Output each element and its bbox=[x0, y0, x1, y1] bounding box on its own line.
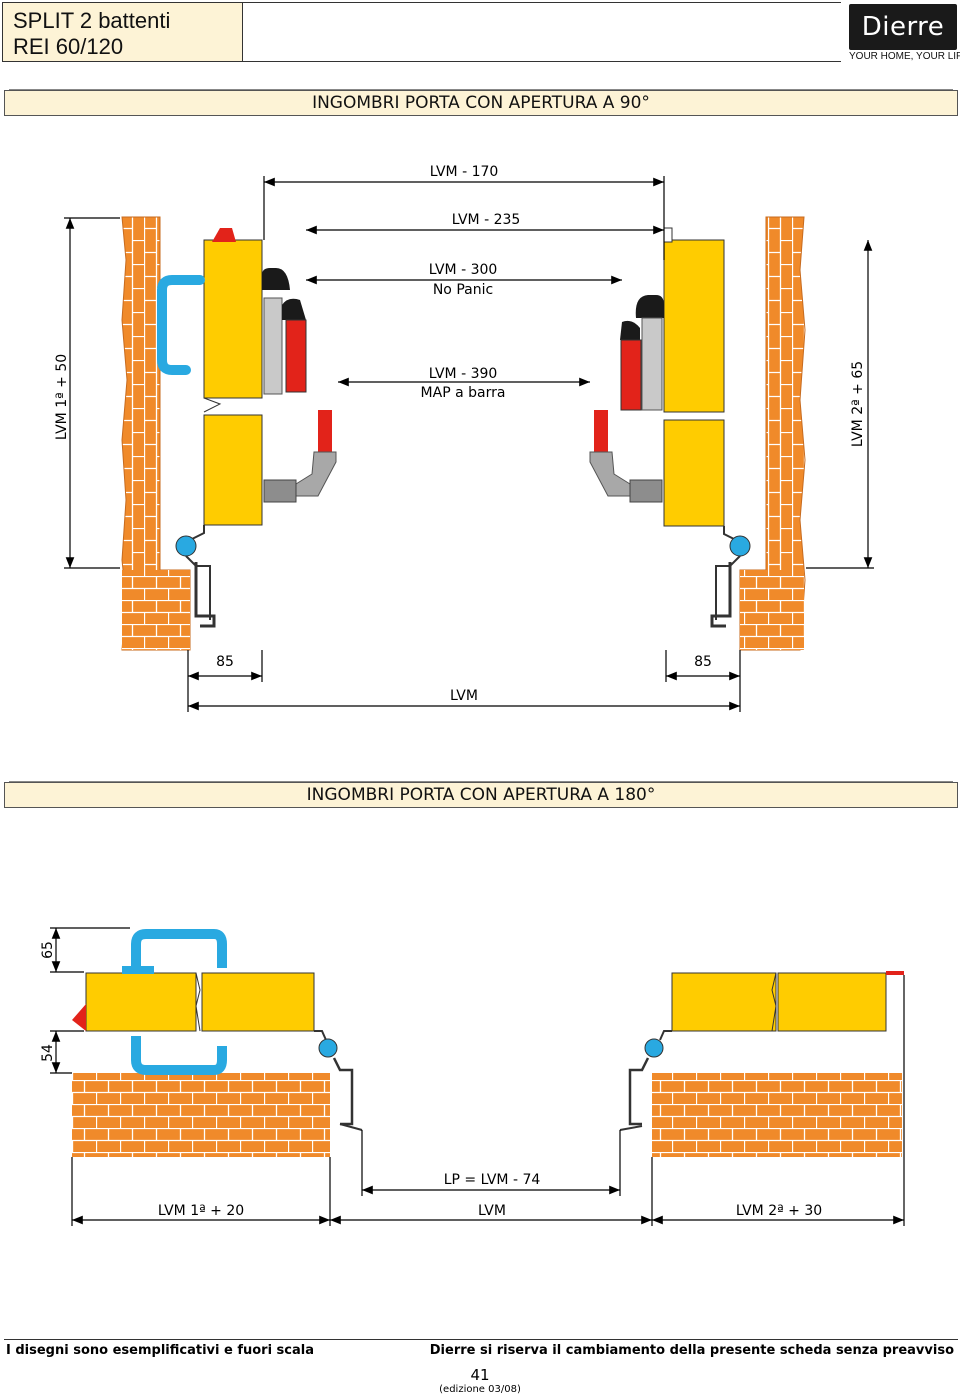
left-wall bbox=[121, 216, 191, 651]
dim-lvm: LVM bbox=[450, 688, 478, 704]
dim-lvm-235: LVM - 235 bbox=[452, 212, 521, 228]
right-wall bbox=[739, 216, 806, 651]
header-rule-top bbox=[243, 2, 841, 3]
dimension-labels: LVM - 170 LVM - 235 LVM - 300 No Panic L… bbox=[40, 164, 866, 1219]
footer-disclaimer: I disegni sono esemplificativi e fuori s… bbox=[6, 1343, 315, 1358]
section-title-90: INGOMBRI PORTA CON APERTURA A 90° bbox=[4, 90, 958, 116]
left-door-leaf-180 bbox=[72, 929, 363, 1131]
dim-left-vertical: LVM 1ª + 50 bbox=[54, 354, 70, 440]
dim-left-85: 85 bbox=[216, 654, 234, 670]
dim-lvm-300: LVM - 300 bbox=[429, 262, 498, 278]
right-wall-180 bbox=[652, 1073, 902, 1157]
edition-label: (edizione 03/08) bbox=[439, 1384, 521, 1395]
page-title: SPLIT 2 battenti REI 60/120 bbox=[13, 8, 170, 60]
dim-left-180: LVM 1ª + 20 bbox=[158, 1203, 244, 1219]
title-line-1: SPLIT 2 battenti bbox=[13, 8, 171, 33]
right-door-leaf bbox=[589, 227, 751, 628]
dim-map-barra: MAP a barra bbox=[421, 385, 506, 401]
footer-rule bbox=[4, 1339, 958, 1340]
dim-lp: LP = LVM - 74 bbox=[444, 1172, 541, 1188]
header-title-box: SPLIT 2 battenti REI 60/120 bbox=[2, 2, 243, 62]
footer-notice: Dierre si riserva il cambiamento della p… bbox=[429, 1343, 954, 1358]
dim-lvm-390: LVM - 390 bbox=[429, 366, 498, 382]
section-title-180: INGOMBRI PORTA CON APERTURA A 180° bbox=[4, 782, 958, 808]
dimension-lines-90 bbox=[64, 176, 874, 712]
dimension-lines-180 bbox=[50, 927, 905, 1226]
dim-lvm-170: LVM - 170 bbox=[430, 164, 499, 180]
page-number: 41 bbox=[470, 1366, 490, 1384]
left-wall-180 bbox=[72, 1073, 330, 1157]
header-rule-bottom bbox=[243, 61, 841, 62]
left-door-leaf bbox=[157, 228, 337, 628]
dim-lvm-180: LVM bbox=[478, 1203, 506, 1219]
dim-no-panic: No Panic bbox=[433, 282, 493, 298]
dim-right-180: LVM 2ª + 30 bbox=[736, 1203, 822, 1219]
dim-right-vertical: LVM 2ª + 65 bbox=[850, 361, 866, 447]
dim-right-85: 85 bbox=[694, 654, 712, 670]
dierre-logo: Dierre bbox=[849, 4, 957, 50]
dim-65: 65 bbox=[40, 941, 56, 959]
right-door-leaf-180 bbox=[619, 971, 904, 1131]
dim-54: 54 bbox=[40, 1044, 56, 1062]
logo-tagline: YOUR HOME, YOUR LIFE bbox=[849, 51, 960, 62]
title-line-2: REI 60/120 bbox=[13, 34, 124, 59]
